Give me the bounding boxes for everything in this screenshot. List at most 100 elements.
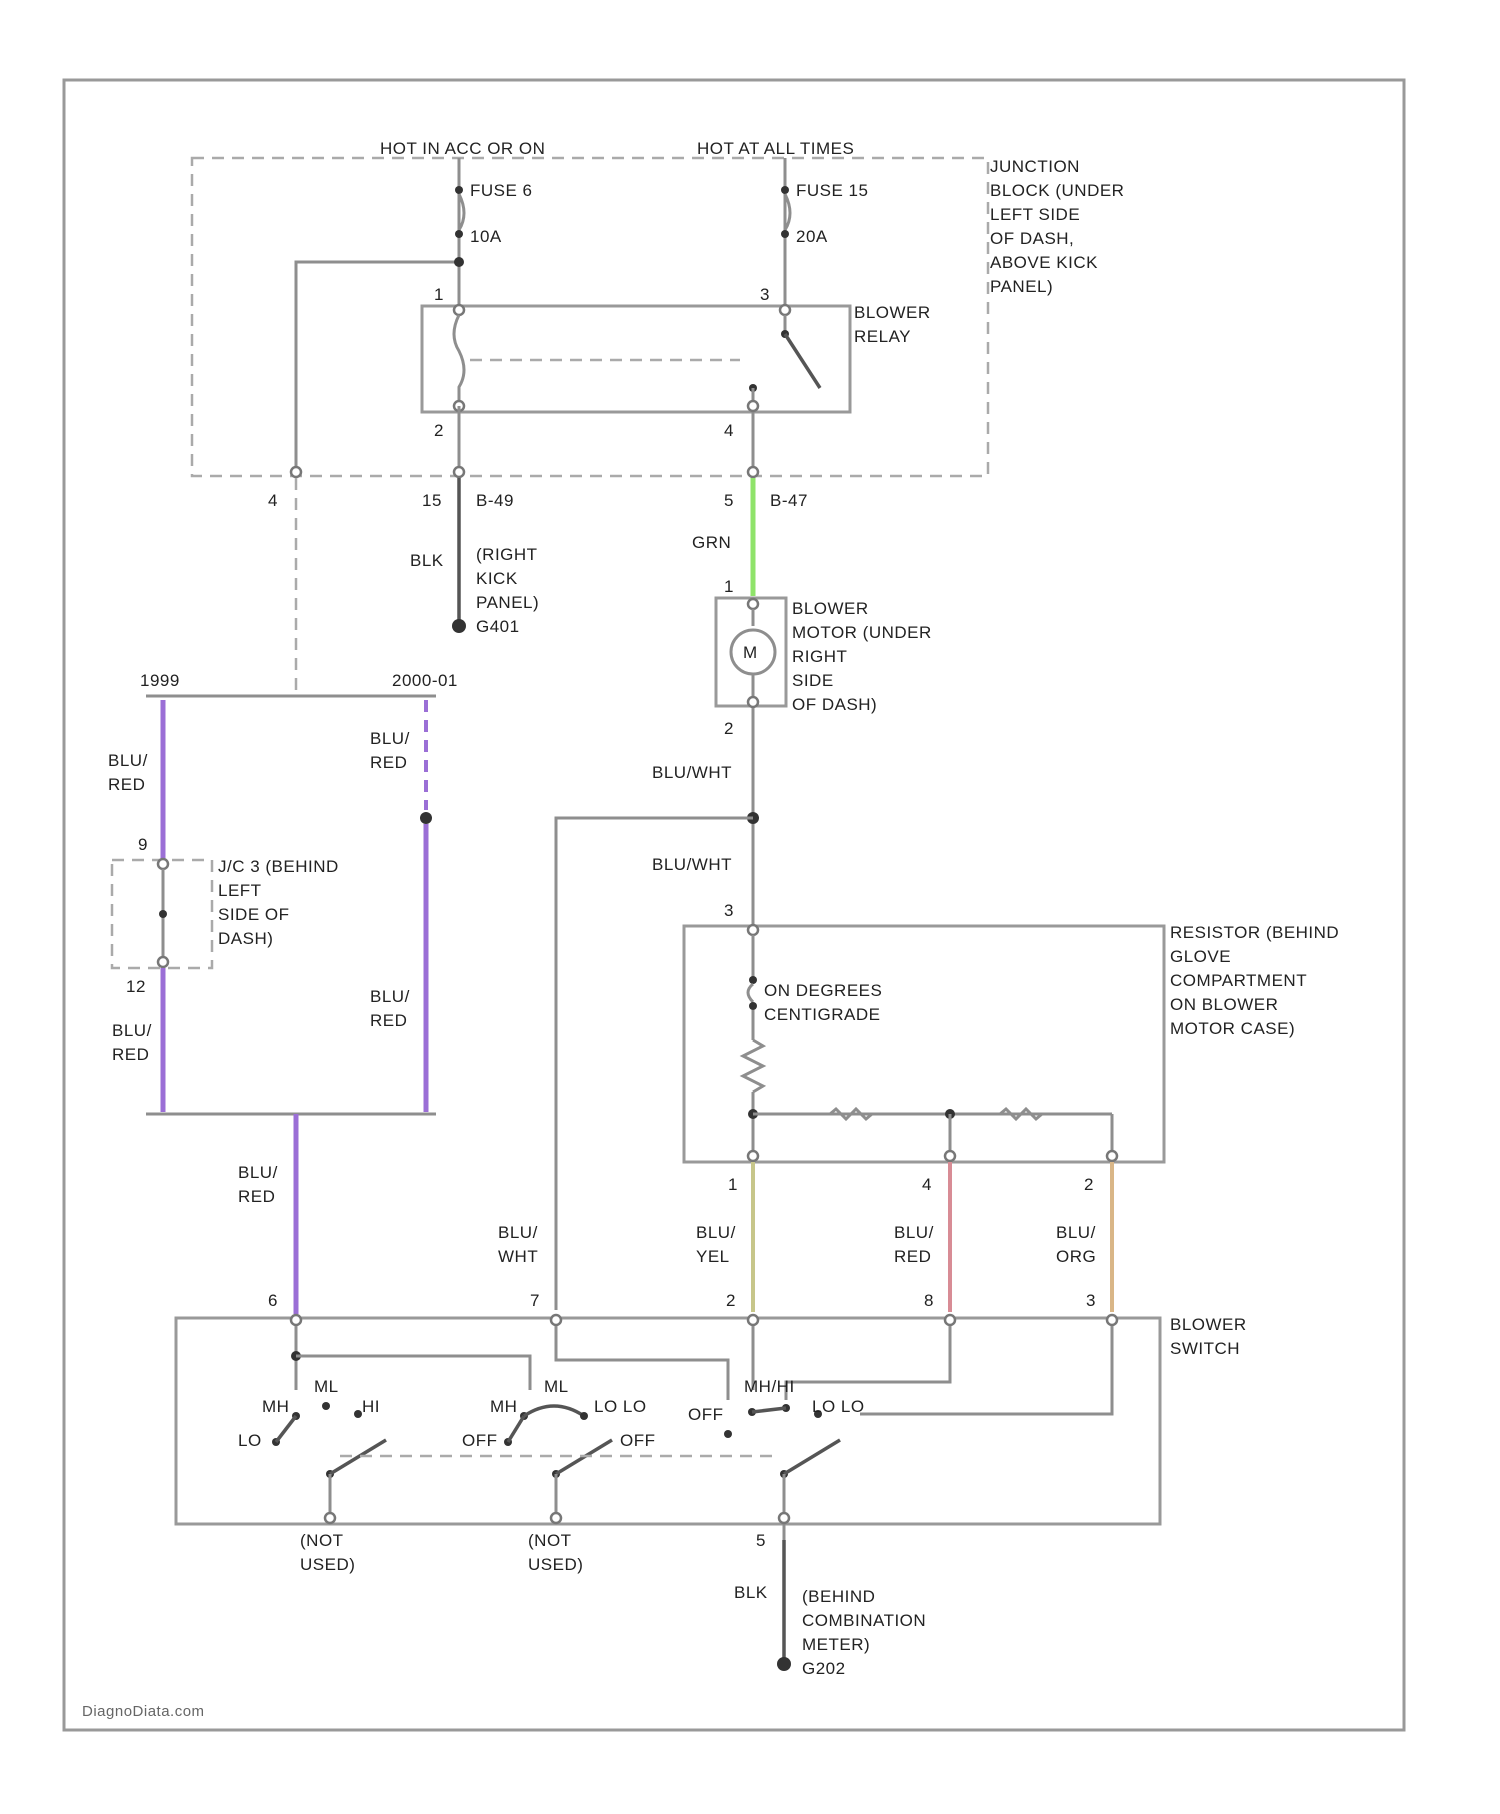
- svg-text:G202: G202: [802, 1659, 846, 1678]
- switch-c-lolo: LO LO: [812, 1397, 865, 1416]
- switch-b-ml: ML: [544, 1377, 569, 1396]
- blk-meter-wire-label: BLK: [734, 1583, 768, 1602]
- grn-wire-label: GRN: [692, 533, 731, 552]
- svg-text:BLU/: BLU/: [1056, 1223, 1096, 1242]
- thermal-fuse-icon: [749, 976, 757, 984]
- jc3-pin-12: 12: [126, 977, 146, 996]
- relay-pin-2: 2: [434, 421, 444, 440]
- svg-text:BLOCK (UNDER: BLOCK (UNDER: [990, 181, 1124, 200]
- jc3-caption: J/C 3 (BEHIND LEFT SIDE OF DASH): [218, 857, 339, 948]
- svg-text:METER): METER): [802, 1635, 870, 1654]
- relay-pin-3: 3: [760, 285, 770, 304]
- resistor-pin-4: 4: [922, 1175, 932, 1194]
- relay-switch-icon: [785, 334, 820, 388]
- svg-text:(NOT: (NOT: [528, 1531, 572, 1550]
- resistor-box: [684, 926, 1164, 1162]
- svg-text:LEFT: LEFT: [218, 881, 262, 900]
- svg-text:RESISTOR (BEHIND: RESISTOR (BEHIND: [1170, 923, 1339, 942]
- blu-wht-label-upper: BLU/WHT: [652, 763, 732, 782]
- svg-text:CENTIGRADE: CENTIGRADE: [764, 1005, 880, 1024]
- blower-switch-box: [176, 1318, 1160, 1524]
- switch-wire-label-org: BLU/ ORG: [1056, 1223, 1096, 1266]
- year-1999: 1999: [140, 671, 180, 690]
- right-wire-top-label: BLU/ RED: [370, 729, 410, 772]
- svg-text:BLOWER: BLOWER: [1170, 1315, 1247, 1334]
- blower-motor-caption: BLOWER MOTOR (UNDER RIGHT SIDE OF DASH): [792, 599, 932, 714]
- fuse-6-label: FUSE 6: [470, 181, 533, 200]
- svg-text:RED: RED: [238, 1187, 275, 1206]
- switch-wire-label-left: BLU/ RED: [238, 1163, 278, 1206]
- svg-text:BLU/: BLU/: [238, 1163, 278, 1182]
- svg-text:WHT: WHT: [498, 1247, 538, 1266]
- svg-text:BLOWER: BLOWER: [854, 303, 931, 322]
- ground-g401-icon: [452, 619, 466, 633]
- switch-wire-label-yel: BLU/ YEL: [696, 1223, 736, 1266]
- svg-text:GLOVE: GLOVE: [1170, 947, 1231, 966]
- svg-text:USED): USED): [528, 1555, 583, 1574]
- svg-text:BLOWER: BLOWER: [792, 599, 869, 618]
- switch-b-off: OFF: [462, 1431, 498, 1450]
- splice-dot: [454, 257, 464, 267]
- connector-b49: B-49: [476, 491, 514, 510]
- svg-text:KICK: KICK: [476, 569, 518, 588]
- resistor-pin-3: 3: [724, 901, 734, 920]
- hot-in-acc-label: HOT IN ACC OR ON: [380, 139, 545, 158]
- svg-text:RED: RED: [370, 753, 407, 772]
- jb-pin-5: 5: [724, 491, 734, 510]
- relay-pin-1: 1: [434, 285, 444, 304]
- svg-text:PANEL): PANEL): [476, 593, 539, 612]
- junction-block-caption: JUNCTION BLOCK (UNDER LEFT SIDE OF DASH,…: [990, 157, 1124, 296]
- svg-text:SWITCH: SWITCH: [1170, 1339, 1240, 1358]
- jb-pin-4-terminal: [291, 467, 301, 477]
- switch-pin-2: 2: [726, 1291, 736, 1310]
- switch-pin-7: 7: [530, 1291, 540, 1310]
- left-wire-bottom-label: BLU/ RED: [112, 1021, 152, 1064]
- jb-pin-15: 15: [422, 491, 442, 510]
- svg-text:SIDE OF: SIDE OF: [218, 905, 290, 924]
- not-used-a: (NOT USED): [300, 1531, 355, 1574]
- thermal-fuse-caption: ON DEGREES CENTIGRADE: [764, 981, 882, 1024]
- relay-pin-3-terminal: [780, 305, 790, 315]
- svg-text:YEL: YEL: [696, 1247, 730, 1266]
- blower-switch-caption: BLOWER SWITCH: [1170, 1315, 1247, 1358]
- svg-text:RED: RED: [894, 1247, 931, 1266]
- svg-text:OF DASH): OF DASH): [792, 695, 877, 714]
- switch-b-mh: MH: [490, 1397, 517, 1416]
- watermark: DiagnoDiata.com: [82, 1703, 205, 1720]
- svg-text:BLU/: BLU/: [498, 1223, 538, 1242]
- svg-text:JUNCTION: JUNCTION: [990, 157, 1080, 176]
- meter-ground-caption: (BEHIND COMBINATION METER) G202: [802, 1587, 926, 1678]
- fuse-15-rating: 20A: [796, 227, 828, 246]
- jb-pin-4: 4: [268, 491, 278, 510]
- svg-text:BLU/: BLU/: [112, 1021, 152, 1040]
- svg-text:RIGHT: RIGHT: [792, 647, 847, 666]
- right-wire-bottom-label: BLU/ RED: [370, 987, 410, 1030]
- svg-text:USED): USED): [300, 1555, 355, 1574]
- svg-text:PANEL): PANEL): [990, 277, 1053, 296]
- motor-pin-1: 1: [724, 577, 734, 596]
- svg-text:RED: RED: [108, 775, 145, 794]
- svg-text:RED: RED: [370, 1011, 407, 1030]
- svg-text:ABOVE KICK: ABOVE KICK: [990, 253, 1098, 272]
- year-2000-01: 2000-01: [392, 671, 458, 690]
- left-wire-top-label: BLU/ RED: [108, 751, 148, 794]
- switch-pin-6: 6: [268, 1291, 278, 1310]
- svg-text:LEFT SIDE: LEFT SIDE: [990, 205, 1080, 224]
- jc3-pin-9: 9: [138, 835, 148, 854]
- switch-b-off-2: OFF: [620, 1431, 656, 1450]
- not-used-b: (NOT USED): [528, 1531, 583, 1574]
- svg-text:COMPARTMENT: COMPARTMENT: [1170, 971, 1307, 990]
- connector-b47: B-47: [770, 491, 808, 510]
- jb-pin-15-terminal: [454, 467, 464, 477]
- motor-pin-2: 2: [724, 719, 734, 738]
- switch-wire-label-wht: BLU/ WHT: [498, 1223, 538, 1266]
- blu-wht-label-lower: BLU/WHT: [652, 855, 732, 874]
- ground-g202-icon: [777, 1657, 791, 1671]
- svg-text:COMBINATION: COMBINATION: [802, 1611, 926, 1630]
- switch-section-b-icon: [504, 1406, 612, 1512]
- svg-text:BLU/: BLU/: [108, 751, 148, 770]
- switch-wire-label-red: BLU/ RED: [894, 1223, 934, 1266]
- switch-pin-5: 5: [756, 1531, 766, 1550]
- blower-relay-caption: BLOWER RELAY: [854, 303, 931, 346]
- svg-text:ON BLOWER: ON BLOWER: [1170, 995, 1278, 1014]
